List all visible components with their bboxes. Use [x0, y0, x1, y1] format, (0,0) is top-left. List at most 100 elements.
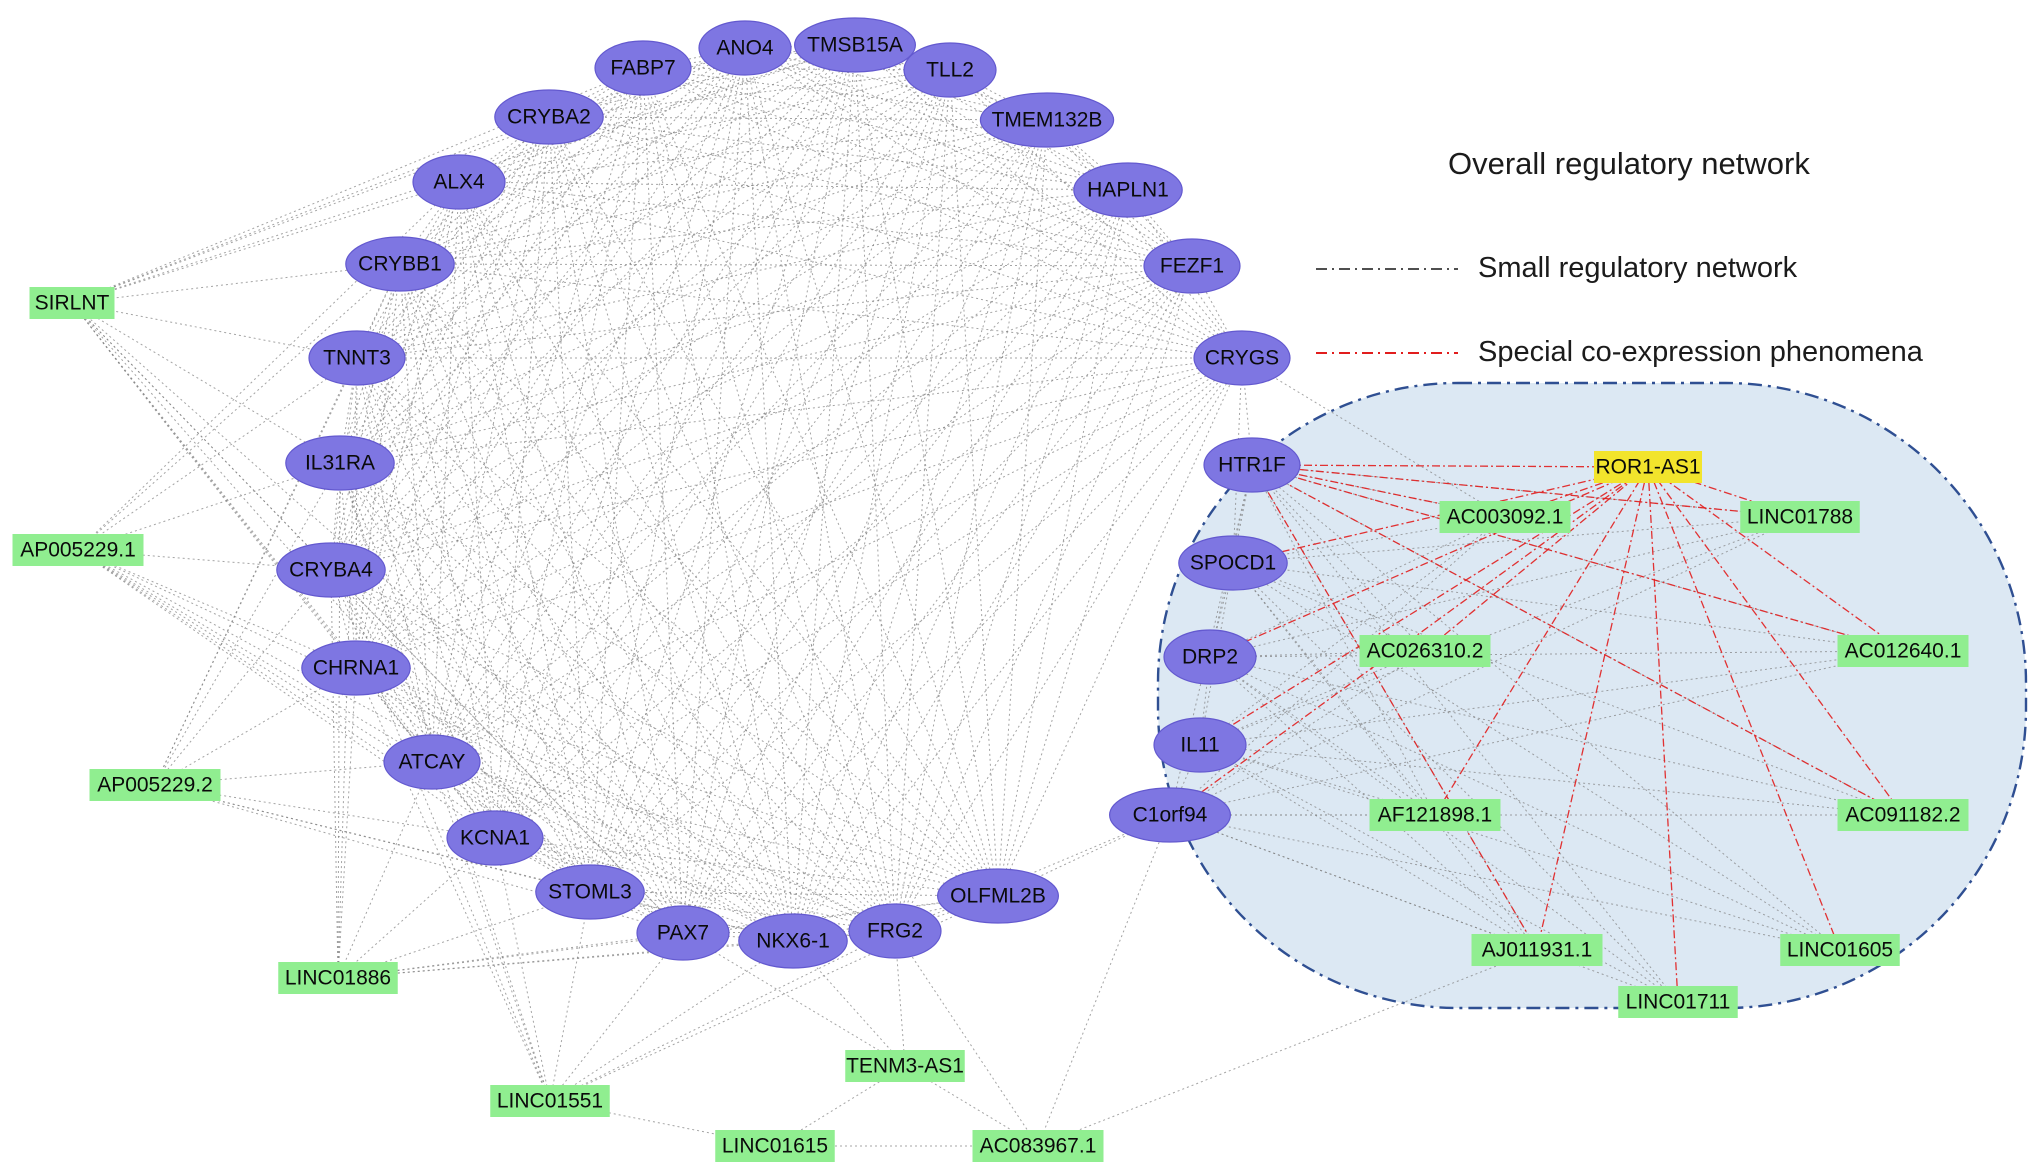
node-LINC01605[interactable]: LINC01605 [1780, 934, 1900, 966]
node-STOML3[interactable]: STOML3 [535, 864, 645, 920]
edge-LINC01886-CHRNA1 [337, 667, 357, 979]
node-ROR1-AS1[interactable]: ROR1-AS1 [1594, 451, 1702, 483]
node-SIRLNT[interactable]: SIRLNT [29, 287, 115, 319]
node-TNNT3[interactable]: TNNT3 [308, 330, 406, 386]
edge-TNNT3-PAX7 [356, 357, 684, 934]
node-C1orf94[interactable]: C1orf94 [1108, 787, 1231, 843]
edge-KCNA1-FRG2 [494, 837, 896, 932]
node-FEZF1[interactable]: FEZF1 [1143, 238, 1241, 294]
edge-HTR1F-LINC01605 [1251, 464, 1841, 951]
node-AC003092.1[interactable]: AC003092.1 [1439, 501, 1571, 533]
edge-CRYBB1-STOML3 [399, 263, 591, 893]
node-AC012640.1[interactable]: AC012640.1 [1837, 635, 1969, 667]
edge-SIRLNT-CHRNA1 [71, 302, 357, 669]
node-AJ011931.1[interactable]: AJ011931.1 [1471, 934, 1603, 966]
node-AC026310.2[interactable]: AC026310.2 [1359, 635, 1491, 667]
node-label: IL11 [1180, 734, 1219, 757]
node-TLL2[interactable]: TLL2 [903, 42, 997, 98]
edge-AP005229.1-CRYBB1 [77, 263, 401, 551]
edge-CRYGS-FRG2 [894, 357, 1243, 932]
node-CRYGS[interactable]: CRYGS [1193, 330, 1291, 386]
edge-TMEM132B-ALX4 [458, 119, 1048, 183]
node-LINC01886[interactable]: LINC01886 [278, 962, 398, 994]
node-AC091182.2[interactable]: AC091182.2 [1837, 799, 1969, 831]
legend-item-small-network: Small regulatory network [1312, 252, 1797, 285]
lncrna-node-shape [1837, 635, 1969, 667]
edge-TMEM132B-ATCAY [431, 119, 1048, 763]
edge-ANO4-ATCAY [431, 47, 746, 763]
node-AP005229.2[interactable]: AP005229.2 [89, 769, 221, 801]
edge-TNNT3-OLFML2B [356, 357, 999, 897]
edge-HAPLN1-CRYBA4 [330, 189, 1129, 571]
edge-AP005229.2-CRYBA4 [154, 569, 332, 786]
edge-SIRLNT-CRYBB1 [71, 263, 401, 304]
node-IL31RA[interactable]: IL31RA [285, 435, 395, 491]
edge-TMEM132B-NKX6-1 [792, 119, 1048, 942]
edge-FABP7-CRYGS [642, 67, 1243, 359]
node-CRYBA4[interactable]: CRYBA4 [276, 542, 386, 598]
edge-LINC01551-NKX6-1 [549, 940, 794, 1102]
node-AC083967.1[interactable]: AC083967.1 [972, 1130, 1104, 1162]
node-SPOCD1[interactable]: SPOCD1 [1178, 535, 1288, 591]
edge-CRYBA2-CRYGS [548, 116, 1243, 359]
edge-TLL2-FABP7 [642, 67, 951, 71]
edge-HAPLN1-PAX7 [682, 189, 1129, 934]
lncrna-node-shape [89, 769, 221, 801]
node-NKX6-1[interactable]: NKX6-1 [738, 913, 848, 969]
edge-ANO4-KCNA1 [494, 47, 746, 839]
node-label: ALX4 [433, 171, 485, 194]
node-AP005229.1[interactable]: AP005229.1 [12, 534, 144, 566]
node-label: ROR1-AS1 [1595, 456, 1700, 479]
lncrna-node-shape [845, 1050, 965, 1082]
node-ANO4[interactable]: ANO4 [698, 20, 792, 76]
edge-IL31RA-PAX7 [339, 462, 684, 934]
node-LINC01551[interactable]: LINC01551 [490, 1085, 610, 1117]
edge-ANO4-IL31RA [339, 47, 746, 464]
lncrna-node-shape [1740, 501, 1860, 533]
node-LINC01788[interactable]: LINC01788 [1740, 501, 1860, 533]
node-ATCAY[interactable]: ATCAY [383, 734, 481, 790]
edge-ALX4-NKX6-1 [458, 181, 794, 942]
node-IL11[interactable]: IL11 [1153, 717, 1247, 773]
edge-HAPLN1-ATCAY [431, 189, 1129, 763]
edge-FABP7-KCNA1 [494, 67, 644, 839]
node-TMEM132B[interactable]: TMEM132B [979, 92, 1115, 148]
lncrna-node-shape [972, 1130, 1104, 1162]
edge-ROR1-AS1-AC012640.1 [1647, 466, 1904, 652]
node-CHRNA1[interactable]: CHRNA1 [301, 640, 411, 696]
edge-TMSB15A-CHRNA1 [355, 44, 856, 669]
edge-ROR1-AS1-AC003092.1 [1504, 466, 1649, 518]
edge-LINC01551-PAX7 [549, 932, 684, 1102]
node-HAPLN1[interactable]: HAPLN1 [1073, 162, 1183, 218]
node-FRG2[interactable]: FRG2 [848, 903, 942, 959]
edge-SPOCD1-AJ011931.1 [1232, 562, 1538, 951]
node-TMSB15A[interactable]: TMSB15A [793, 17, 916, 73]
edge-HAPLN1-CRYBB1 [399, 189, 1129, 265]
node-FABP7[interactable]: FABP7 [594, 40, 692, 96]
edge-TLL2-ATCAY [431, 69, 951, 763]
edge-TMEM132B-TNNT3 [356, 119, 1048, 359]
edge-DRP2-AF121898.1 [1209, 656, 1436, 816]
lncrna-node-shape [1618, 986, 1738, 1018]
node-OLFML2B[interactable]: OLFML2B [936, 868, 1059, 924]
edge-CHRNA1-STOML3 [355, 667, 591, 893]
node-label: LINC01711 [1626, 991, 1731, 1014]
node-PAX7[interactable]: PAX7 [636, 905, 730, 961]
edge-DRP2-AC012640.1 [1209, 650, 1904, 658]
node-CRYBB1[interactable]: CRYBB1 [345, 236, 455, 292]
node-label: STOML3 [548, 881, 632, 904]
node-label: ANO4 [716, 37, 774, 60]
node-TENM3-AS1[interactable]: TENM3-AS1 [845, 1050, 965, 1082]
node-label: FEZF1 [1160, 255, 1224, 278]
node-ALX4[interactable]: ALX4 [412, 154, 506, 210]
edge-DRP2-LINC01788 [1209, 516, 1801, 658]
node-DRP2[interactable]: DRP2 [1163, 629, 1257, 685]
node-CRYBA2[interactable]: CRYBA2 [494, 89, 604, 145]
node-LINC01711[interactable]: LINC01711 [1618, 986, 1738, 1018]
node-LINC01615[interactable]: LINC01615 [715, 1130, 835, 1162]
node-AF121898.1[interactable]: AF121898.1 [1369, 799, 1501, 831]
node-HTR1F[interactable]: HTR1F [1203, 437, 1301, 493]
node-KCNA1[interactable]: KCNA1 [446, 810, 544, 866]
edge-ANO4-NKX6-1 [744, 47, 794, 942]
gene-node-shape [301, 640, 411, 696]
